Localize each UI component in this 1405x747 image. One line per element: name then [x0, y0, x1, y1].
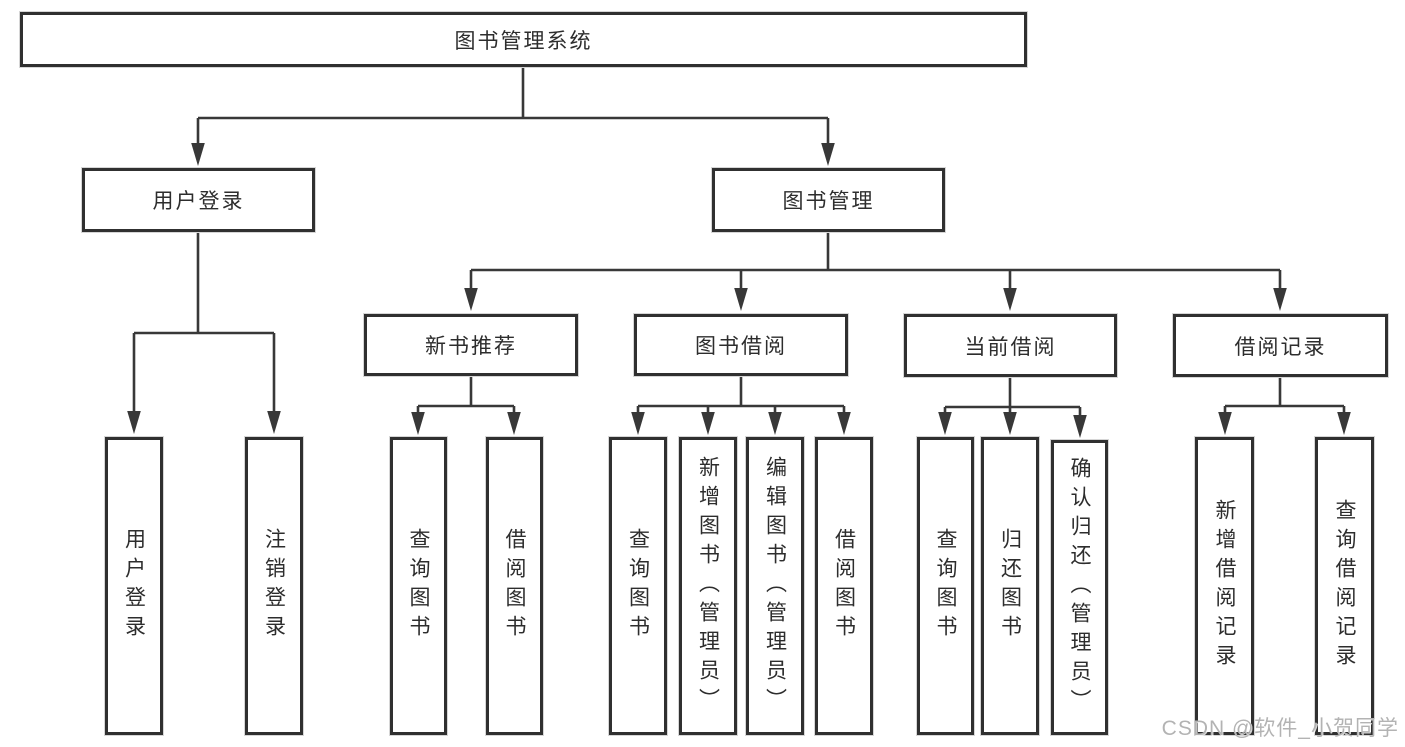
- leaf-logout: 注销登录: [245, 437, 303, 735]
- leaf-edit-book-admin-label: 编辑图书（管理员）: [763, 455, 787, 717]
- leaf-add-borrow-record-label: 新增借阅记录: [1213, 499, 1236, 673]
- leaf-query-books-current: 查询图书: [917, 437, 974, 735]
- leaf-query-books-recommend-label: 查询图书: [407, 528, 430, 644]
- leaf-borrow-books-recommend-label: 借阅图书: [503, 528, 526, 644]
- watermark: CSDN @软件_小贺同学: [1161, 717, 1399, 740]
- leaf-return-book-label: 归还图书: [998, 528, 1022, 644]
- node-book-management: 图书管理: [712, 168, 945, 232]
- leaf-borrow-books-recommend: 借阅图书: [486, 437, 543, 735]
- leaf-borrow-books: 借阅图书: [815, 437, 873, 735]
- node-borrow-records: 借阅记录: [1173, 314, 1388, 377]
- leaf-user-login: 用户登录: [105, 437, 163, 735]
- leaf-confirm-return-admin: 确认归还（管理员）: [1051, 440, 1108, 735]
- leaf-query-books-borrow-label: 查询图书: [626, 528, 650, 644]
- node-root: 图书管理系统: [20, 12, 1027, 67]
- node-root-label: 图书管理系统: [454, 29, 593, 53]
- leaf-return-book: 归还图书: [981, 437, 1039, 735]
- leaf-query-books-recommend: 查询图书: [390, 437, 447, 735]
- leaf-confirm-return-admin-label: 确认归还（管理员）: [1068, 457, 1091, 718]
- leaf-edit-book-admin: 编辑图书（管理员）: [746, 437, 804, 735]
- node-current-borrow: 当前借阅: [904, 314, 1117, 377]
- leaf-user-login-label: 用户登录: [122, 528, 146, 644]
- leaf-query-books-current-label: 查询图书: [934, 528, 957, 644]
- leaf-add-book-admin-label: 新增图书（管理员）: [696, 455, 720, 717]
- leaf-query-borrow-record: 查询借阅记录: [1315, 437, 1374, 735]
- node-user-login-label: 用户登录: [152, 190, 245, 213]
- leaf-query-borrow-record-label: 查询借阅记录: [1333, 499, 1356, 673]
- node-user-login: 用户登录: [82, 168, 315, 232]
- node-borrow-records-label: 借阅记录: [1234, 335, 1327, 359]
- leaf-borrow-books-label: 借阅图书: [832, 528, 856, 644]
- node-new-book-recommend-label: 新书推荐: [425, 335, 517, 358]
- leaf-add-book-admin: 新增图书（管理员）: [679, 437, 737, 735]
- node-current-borrow-label: 当前借阅: [964, 335, 1057, 359]
- node-book-borrow-label: 图书借阅: [695, 335, 787, 358]
- leaf-query-books-borrow: 查询图书: [609, 437, 667, 735]
- node-book-borrow: 图书借阅: [634, 314, 848, 376]
- node-new-book-recommend: 新书推荐: [364, 314, 578, 376]
- node-book-management-label: 图书管理: [782, 190, 875, 213]
- leaf-logout-label: 注销登录: [262, 528, 286, 644]
- leaf-add-borrow-record: 新增借阅记录: [1195, 437, 1254, 735]
